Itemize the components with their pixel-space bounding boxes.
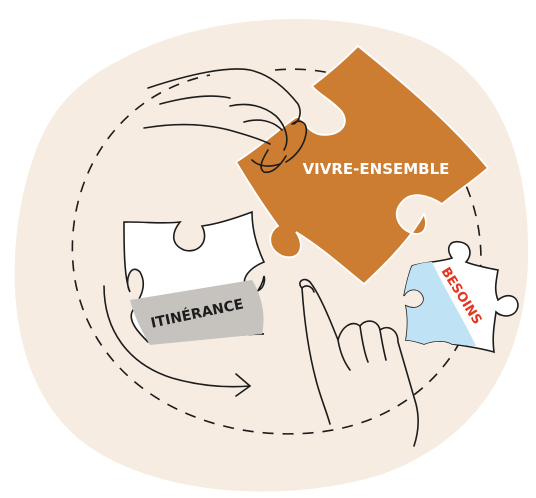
- white-puzzle-piece: ITINÉRANCE: [123, 210, 266, 345]
- blue-piece-fill: [404, 262, 476, 346]
- itinerance-band: [130, 280, 264, 345]
- vivre-ensemble-label: VIVRE-ENSEMBLE: [303, 160, 450, 178]
- blue-puzzle-piece: BESOINS: [403, 240, 519, 354]
- curved-arrow-icon: [103, 285, 251, 397]
- hand-holding-icon: [143, 68, 308, 174]
- orange-piece-shape: [234, 44, 490, 286]
- pointing-hand-icon: [299, 278, 419, 447]
- dashed-circle: [71, 68, 482, 435]
- orange-puzzle-piece: VIVRE-ENSEMBLE: [234, 44, 490, 286]
